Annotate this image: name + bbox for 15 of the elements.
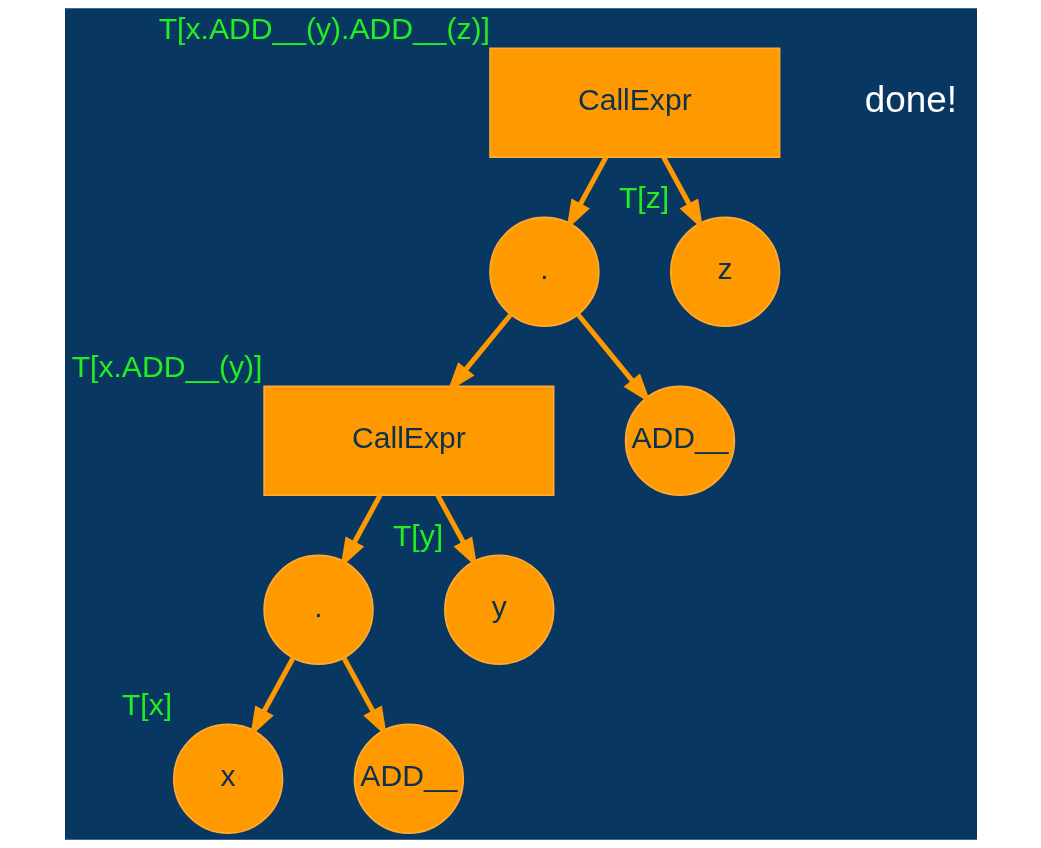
node-label: T[x.ADD__(y)] bbox=[71, 349, 262, 383]
node-circle: x bbox=[172, 723, 283, 834]
node-label: T[x.ADD__(y).ADD__(z)] bbox=[158, 11, 490, 45]
node-box: CallExpr bbox=[488, 47, 780, 158]
node-label: T[x] bbox=[121, 688, 172, 721]
label: done! bbox=[864, 79, 957, 121]
node-circle: ADD__ bbox=[353, 723, 464, 834]
node-circle: . bbox=[262, 554, 374, 665]
node-box: CallExpr bbox=[262, 385, 554, 496]
node-circle: . bbox=[488, 216, 600, 327]
node-circle: z bbox=[669, 216, 780, 327]
node-circle: y bbox=[443, 554, 554, 665]
node-label: T[z] bbox=[618, 180, 669, 214]
node-circle: ADD__ bbox=[624, 385, 735, 496]
node-label: T[y] bbox=[392, 518, 443, 552]
